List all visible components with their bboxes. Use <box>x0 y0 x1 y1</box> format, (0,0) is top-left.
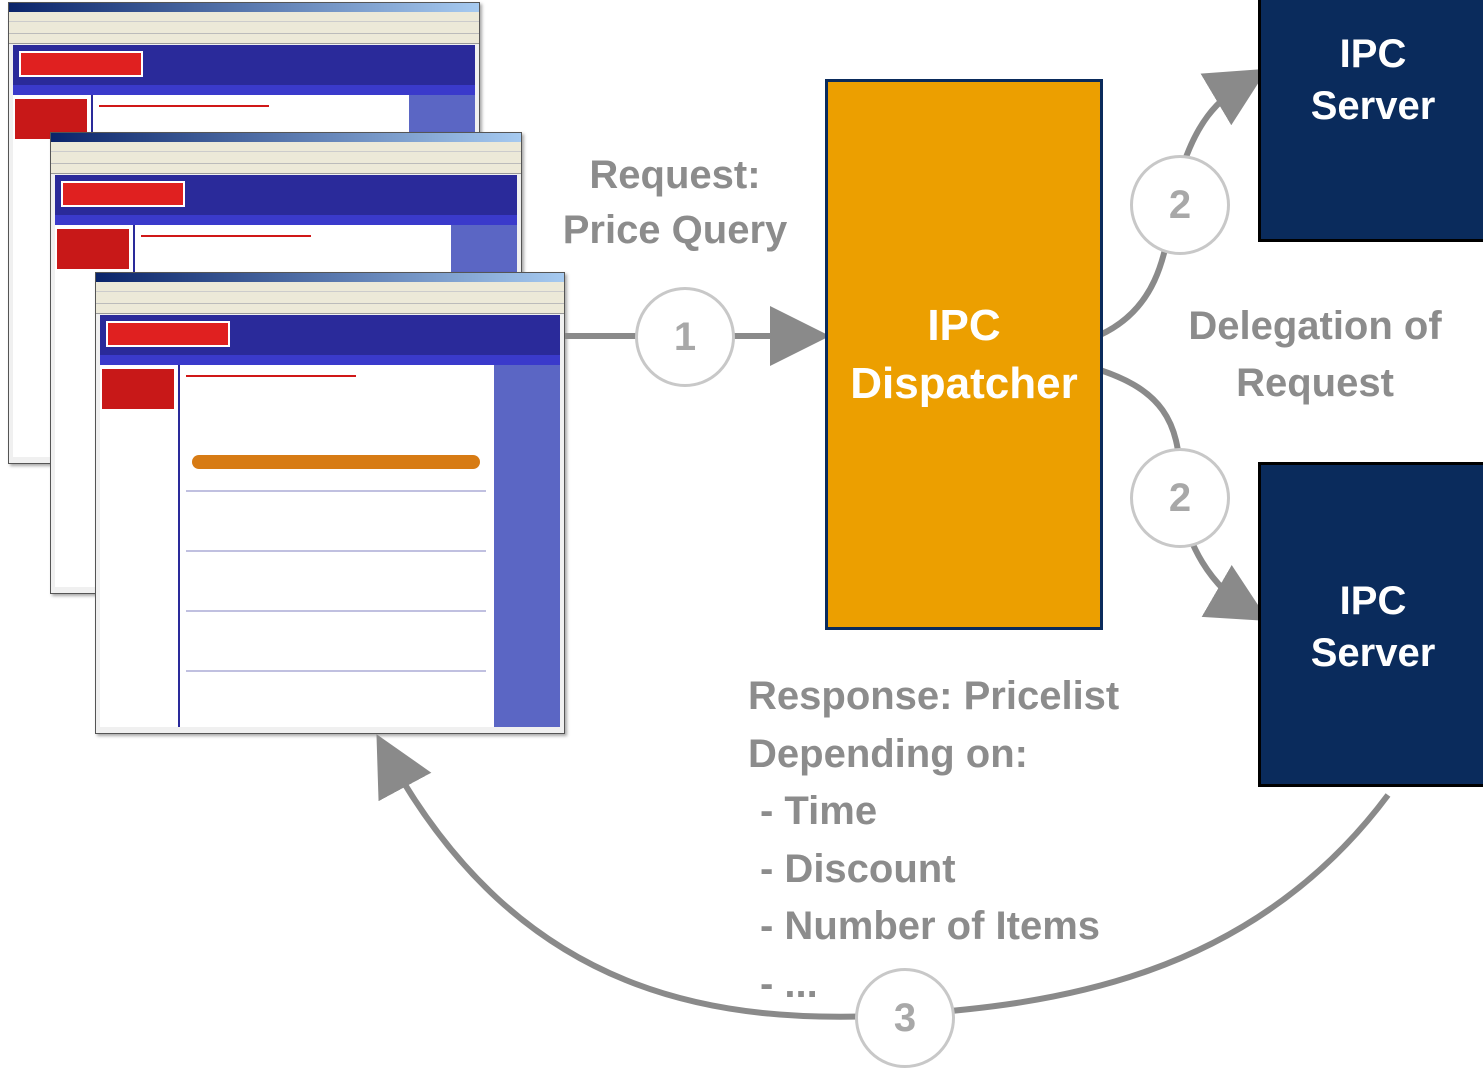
browser-window-front <box>95 272 565 734</box>
server-top-label-line1: IPC <box>1339 32 1407 76</box>
step-1-circle: 1 <box>635 287 735 387</box>
response-item-time: - Time <box>760 789 878 833</box>
ipc-server-box-top: IPC Server <box>1258 0 1483 242</box>
request-label-line2: Price Query <box>562 208 788 252</box>
response-label-line1: Response: Pricelist <box>748 674 1120 718</box>
response-item-discount: - Discount <box>760 846 956 891</box>
dispatcher-label-line2: Dispatcher <box>850 358 1078 408</box>
delegation-label-line1: Delegation of <box>1188 304 1442 348</box>
ipc-dispatcher-box: IPC Dispatcher <box>825 79 1103 630</box>
step-2-circle-top: 2 <box>1130 155 1230 255</box>
request-label-line1: Request: <box>589 153 761 197</box>
response-label: Response: Pricelist Depending on: - Time… <box>748 668 1218 1013</box>
response-item-number-of-items: - Number of Items <box>760 904 1101 948</box>
step-2-circle-bottom: 2 <box>1130 448 1230 548</box>
request-label: Request: Price Query <box>535 148 815 258</box>
dispatcher-label-line1: IPC <box>927 301 1001 351</box>
ipc-server-box-bottom: IPC Server <box>1258 462 1483 787</box>
server-bottom-label-line1: IPC <box>1339 579 1407 623</box>
server-bottom-label-line2: Server <box>1310 631 1436 675</box>
delegation-label-line2: Request <box>1236 361 1394 405</box>
server-top-label-line2: Server <box>1310 84 1436 128</box>
response-label-line2: Depending on: <box>748 731 1028 776</box>
response-item-ellipsis: - ... <box>760 961 818 1006</box>
delegation-label: Delegation of Request <box>1150 298 1480 412</box>
